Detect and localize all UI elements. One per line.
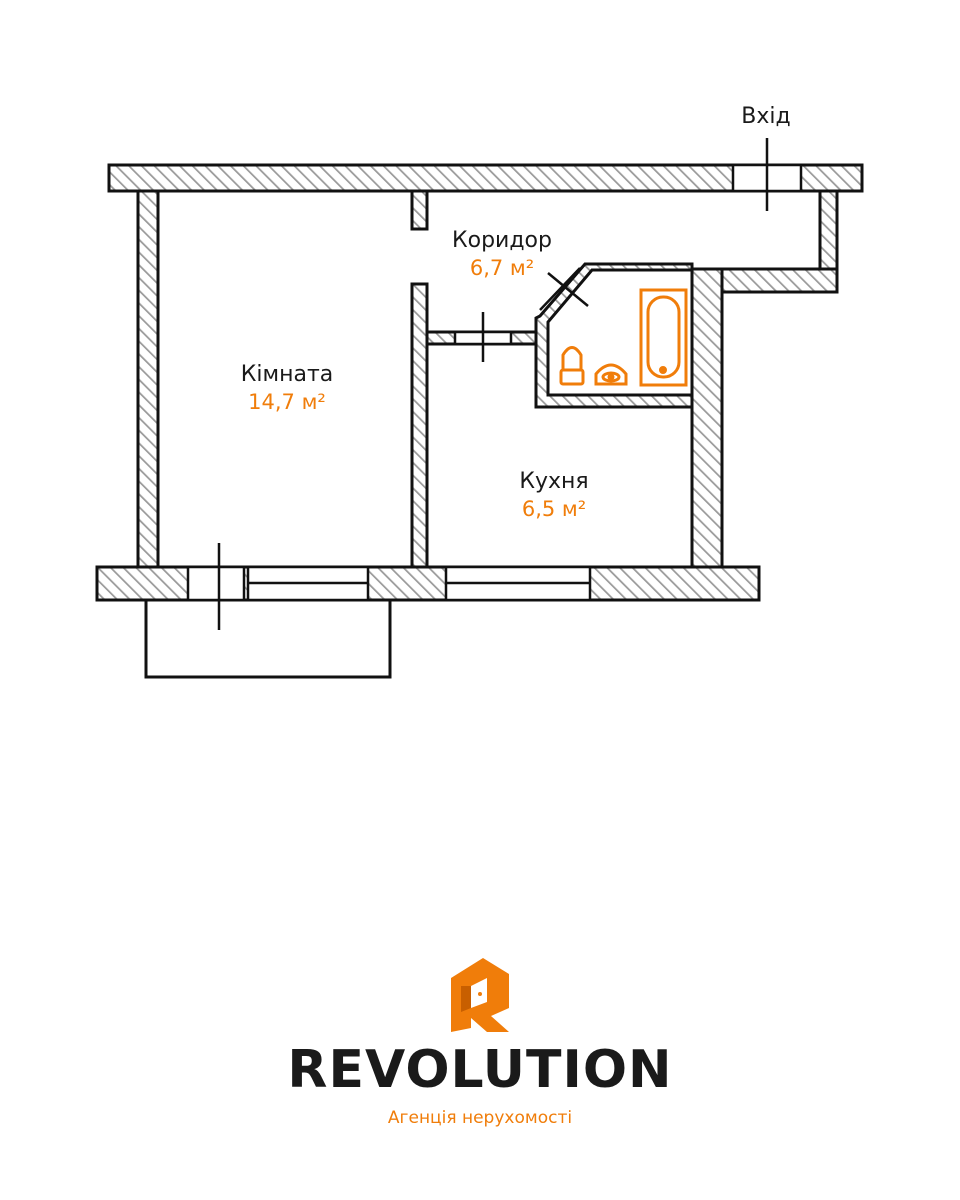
balcony-door[interactable] xyxy=(186,543,246,630)
entrance-label: Вхід xyxy=(741,104,790,129)
entrance-door[interactable] xyxy=(731,138,803,211)
bathtub-icon xyxy=(639,288,688,387)
room-name: Кімната xyxy=(241,362,334,387)
floor-plan: Вхід Кімната 14,7 м² Коридор 6,7 м² Кухн… xyxy=(95,104,864,679)
bathroom-door[interactable] xyxy=(539,267,589,311)
room-window xyxy=(246,565,370,602)
partition-upper xyxy=(410,189,429,231)
brand-name: REVOLUTION xyxy=(287,1040,673,1100)
toilet-icon xyxy=(559,346,585,386)
corridor-name: Коридор xyxy=(452,228,552,253)
corridor-area: 6,7 м² xyxy=(470,256,534,280)
room-area: 14,7 м² xyxy=(248,390,326,414)
wall-left xyxy=(136,189,160,569)
house-r-logo-icon xyxy=(451,958,509,1032)
partition-lower xyxy=(410,282,429,569)
sink-icon xyxy=(594,363,628,386)
kitchen-name: Кухня xyxy=(519,469,588,494)
brand-tagline: Агенція нерухомості xyxy=(387,1108,573,1128)
walls xyxy=(95,163,864,602)
kitchen-door[interactable] xyxy=(453,312,513,362)
bath-wall xyxy=(534,262,694,409)
kitchen-area: 6,5 м² xyxy=(522,497,586,521)
wall-right-lower xyxy=(690,267,724,569)
kitchen-window xyxy=(444,565,592,602)
balcony xyxy=(144,600,392,679)
